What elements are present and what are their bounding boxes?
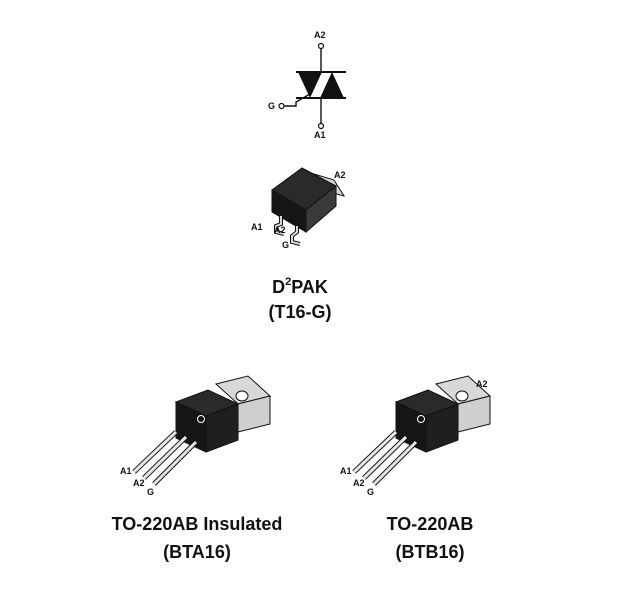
a1-terminal-dot [317,122,325,130]
gate-lead [284,93,311,107]
d2pak-body-side [305,184,337,234]
triac-right-diode [320,72,344,98]
d2pak-lead-g-inner [291,226,301,245]
to220-a2-label: A2 [353,478,365,488]
d2pak-a1-label: A1 [251,222,263,232]
d2pak-a2-label: A2 [274,225,286,235]
triac-left-diode [298,72,322,98]
to220-g-label: G [367,487,375,497]
to220i-a1-label: A1 [120,466,132,476]
to220-subtitle: (BTB16) [395,542,465,562]
to220i-a2-label: A2 [133,478,145,488]
d2pak-g-label: G [282,240,290,250]
to220-a2-tab-label: A2 [476,379,488,389]
to220-a1-label: A1 [340,466,352,476]
symbol-a1-label: A1 [314,130,326,140]
to220-leads [352,430,418,486]
d2pak-title-sup: 2 [285,276,292,288]
d2pak-a2-tab-label: A2 [334,170,346,180]
to220-tab-hole [455,390,469,402]
to220-title: TO-220AB [386,514,474,534]
to220i-leads [132,430,198,486]
symbol-g-label: G [268,101,276,111]
to220i-g-label: G [147,487,155,497]
to220-marking-circle [417,415,425,423]
gate-terminal-dot [278,102,285,110]
symbol-a2-label: A2 [314,30,326,40]
to220i-tab-hole [235,390,249,402]
d2pak-lead-a1-inner [275,216,285,235]
d2pak-subtitle: (T16-G) [268,302,332,322]
d2pak-title: D2PAK [240,276,360,297]
to220i-subtitle: (BTA16) [163,542,231,562]
d2pak-title-main: D [272,277,286,297]
to220-body-side [425,403,459,453]
d2pak-title-rest: PAK [291,277,328,297]
to220i-title: TO-220AB Insulated [111,514,283,534]
to220i-marking-circle [197,415,205,423]
to220i-body-side [205,403,239,453]
